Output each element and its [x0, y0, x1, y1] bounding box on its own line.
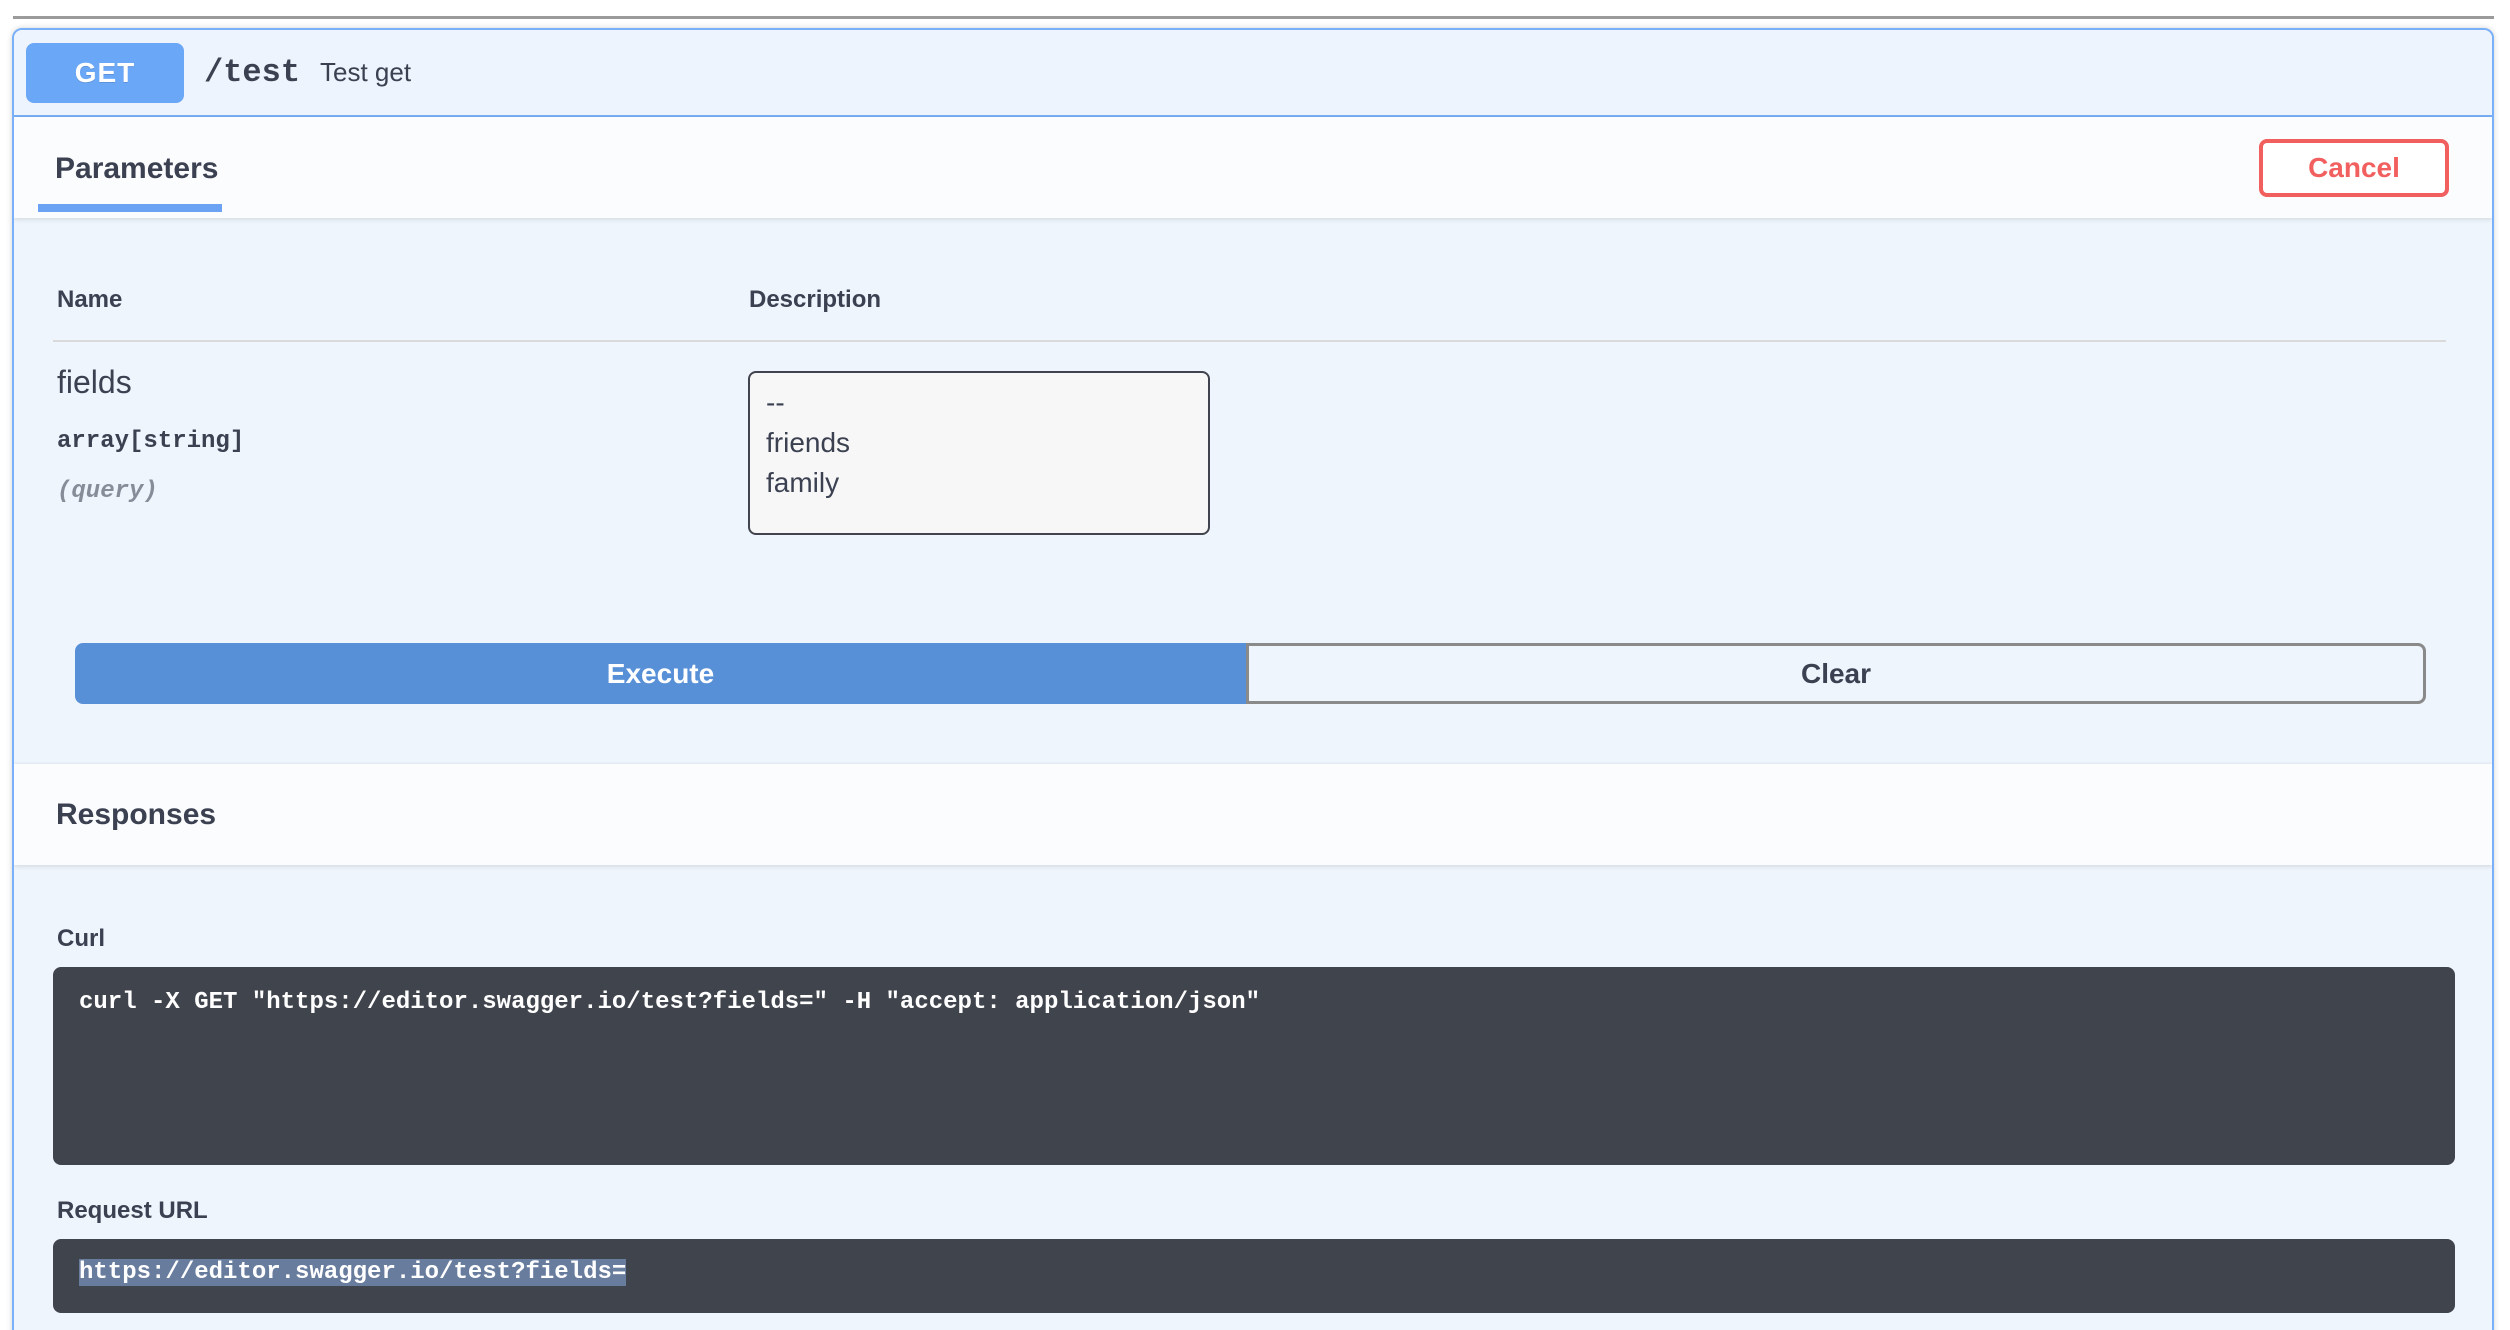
tab-parameters: Parameters [55, 152, 219, 185]
fields-option-friends[interactable]: friends [766, 423, 1192, 463]
opblock-get-test: GET /test Test get Parameters Cancel Nam… [12, 28, 2494, 1330]
opblock-summary-header[interactable]: GET /test Test get [14, 30, 2492, 117]
endpoint-path-link[interactable]: /test [204, 54, 301, 91]
http-method-badge: GET [26, 42, 184, 103]
request-url-label: Request URL [57, 1197, 208, 1224]
table-header-divider [53, 340, 2446, 342]
column-header-description: Description [749, 286, 882, 313]
parameter-location: (query) [57, 478, 158, 505]
active-tab-underline [38, 204, 222, 212]
curl-command-text: curl -X GET "https://editor.swagger.io/t… [79, 989, 1260, 1016]
fields-option-empty[interactable]: -- [766, 383, 1192, 423]
endpoint-summary: Test get [320, 57, 412, 87]
clear-button[interactable]: Clear [1246, 643, 2426, 704]
cancel-button[interactable]: Cancel [2259, 139, 2449, 197]
parameter-type: array[string] [57, 428, 245, 455]
section-divider-line [13, 16, 2494, 19]
request-url-text: https://editor.swagger.io/test?fields= [79, 1259, 627, 1286]
execute-button[interactable]: Execute [75, 643, 1246, 704]
fields-option-family[interactable]: family [766, 463, 1192, 503]
responses-section-header [14, 764, 2492, 865]
curl-command-box[interactable]: curl -X GET "https://editor.swagger.io/t… [53, 967, 2455, 1165]
column-header-name: Name [57, 286, 123, 313]
opblock-body: GET /test Test get Parameters Cancel Nam… [14, 30, 2492, 1330]
request-url-box[interactable]: https://editor.swagger.io/test?fields= [53, 1239, 2455, 1313]
curl-label: Curl [57, 925, 105, 952]
fields-multiselect[interactable]: -- friends family [748, 371, 1210, 535]
parameter-name: fields [57, 364, 132, 400]
parameters-section-header [14, 117, 2492, 218]
responses-title: Responses [56, 798, 217, 831]
